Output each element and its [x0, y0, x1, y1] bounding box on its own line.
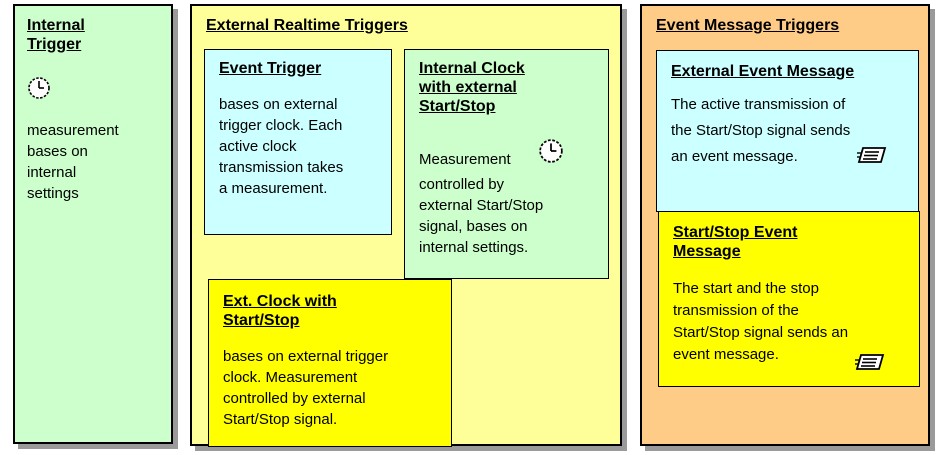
external-event-message-text: The active transmission of the Start/Sto… [671, 96, 851, 165]
external-event-message-box: External Event Message The active transm… [656, 50, 919, 212]
clock-icon [27, 76, 51, 105]
internal-trigger-panel: Internal Trigger measurement bases on in… [13, 4, 173, 444]
ext-clock-box: Ext. Clock with Start/Stop bases on exte… [208, 279, 452, 447]
event-message-title: Event Message Triggers [656, 17, 840, 34]
startstop-event-message-box: Start/Stop Event Message The start and t… [658, 211, 920, 387]
message-icon [857, 145, 887, 170]
internal-clock-text-rest: controlled by external Start/Stop signal… [419, 176, 544, 256]
internal-clock-title: Internal Clock with external Start/Stop [419, 60, 525, 115]
startstop-event-message-title: Start/Stop Event Message [673, 224, 798, 260]
external-realtime-title: External Realtime Triggers [206, 17, 408, 34]
event-trigger-box: Event Trigger bases on external trigger … [204, 49, 392, 235]
ext-clock-title: Ext. Clock with Start/Stop [223, 293, 337, 329]
event-trigger-text: bases on external trigger clock. Each ac… [219, 96, 344, 197]
internal-trigger-text: measurement bases on internal settings [27, 122, 119, 202]
internal-clock-text-first: Measurement [419, 151, 511, 168]
internal-trigger-title: Internal Trigger [27, 17, 85, 53]
ext-clock-text: bases on external trigger clock. Measure… [223, 348, 389, 428]
external-realtime-panel: External Realtime Triggers Event Trigger… [190, 4, 622, 447]
internal-clock-box: Internal Clock with external Start/Stop … [404, 49, 609, 279]
external-event-message-title: External Event Message [671, 63, 855, 80]
startstop-event-message-text: The start and the stop transmission of t… [673, 280, 849, 363]
event-message-panel: Event Message Triggers External Event Me… [640, 4, 930, 446]
event-trigger-title: Event Trigger [219, 60, 322, 77]
message-icon [855, 352, 885, 377]
clock-icon [538, 138, 564, 169]
